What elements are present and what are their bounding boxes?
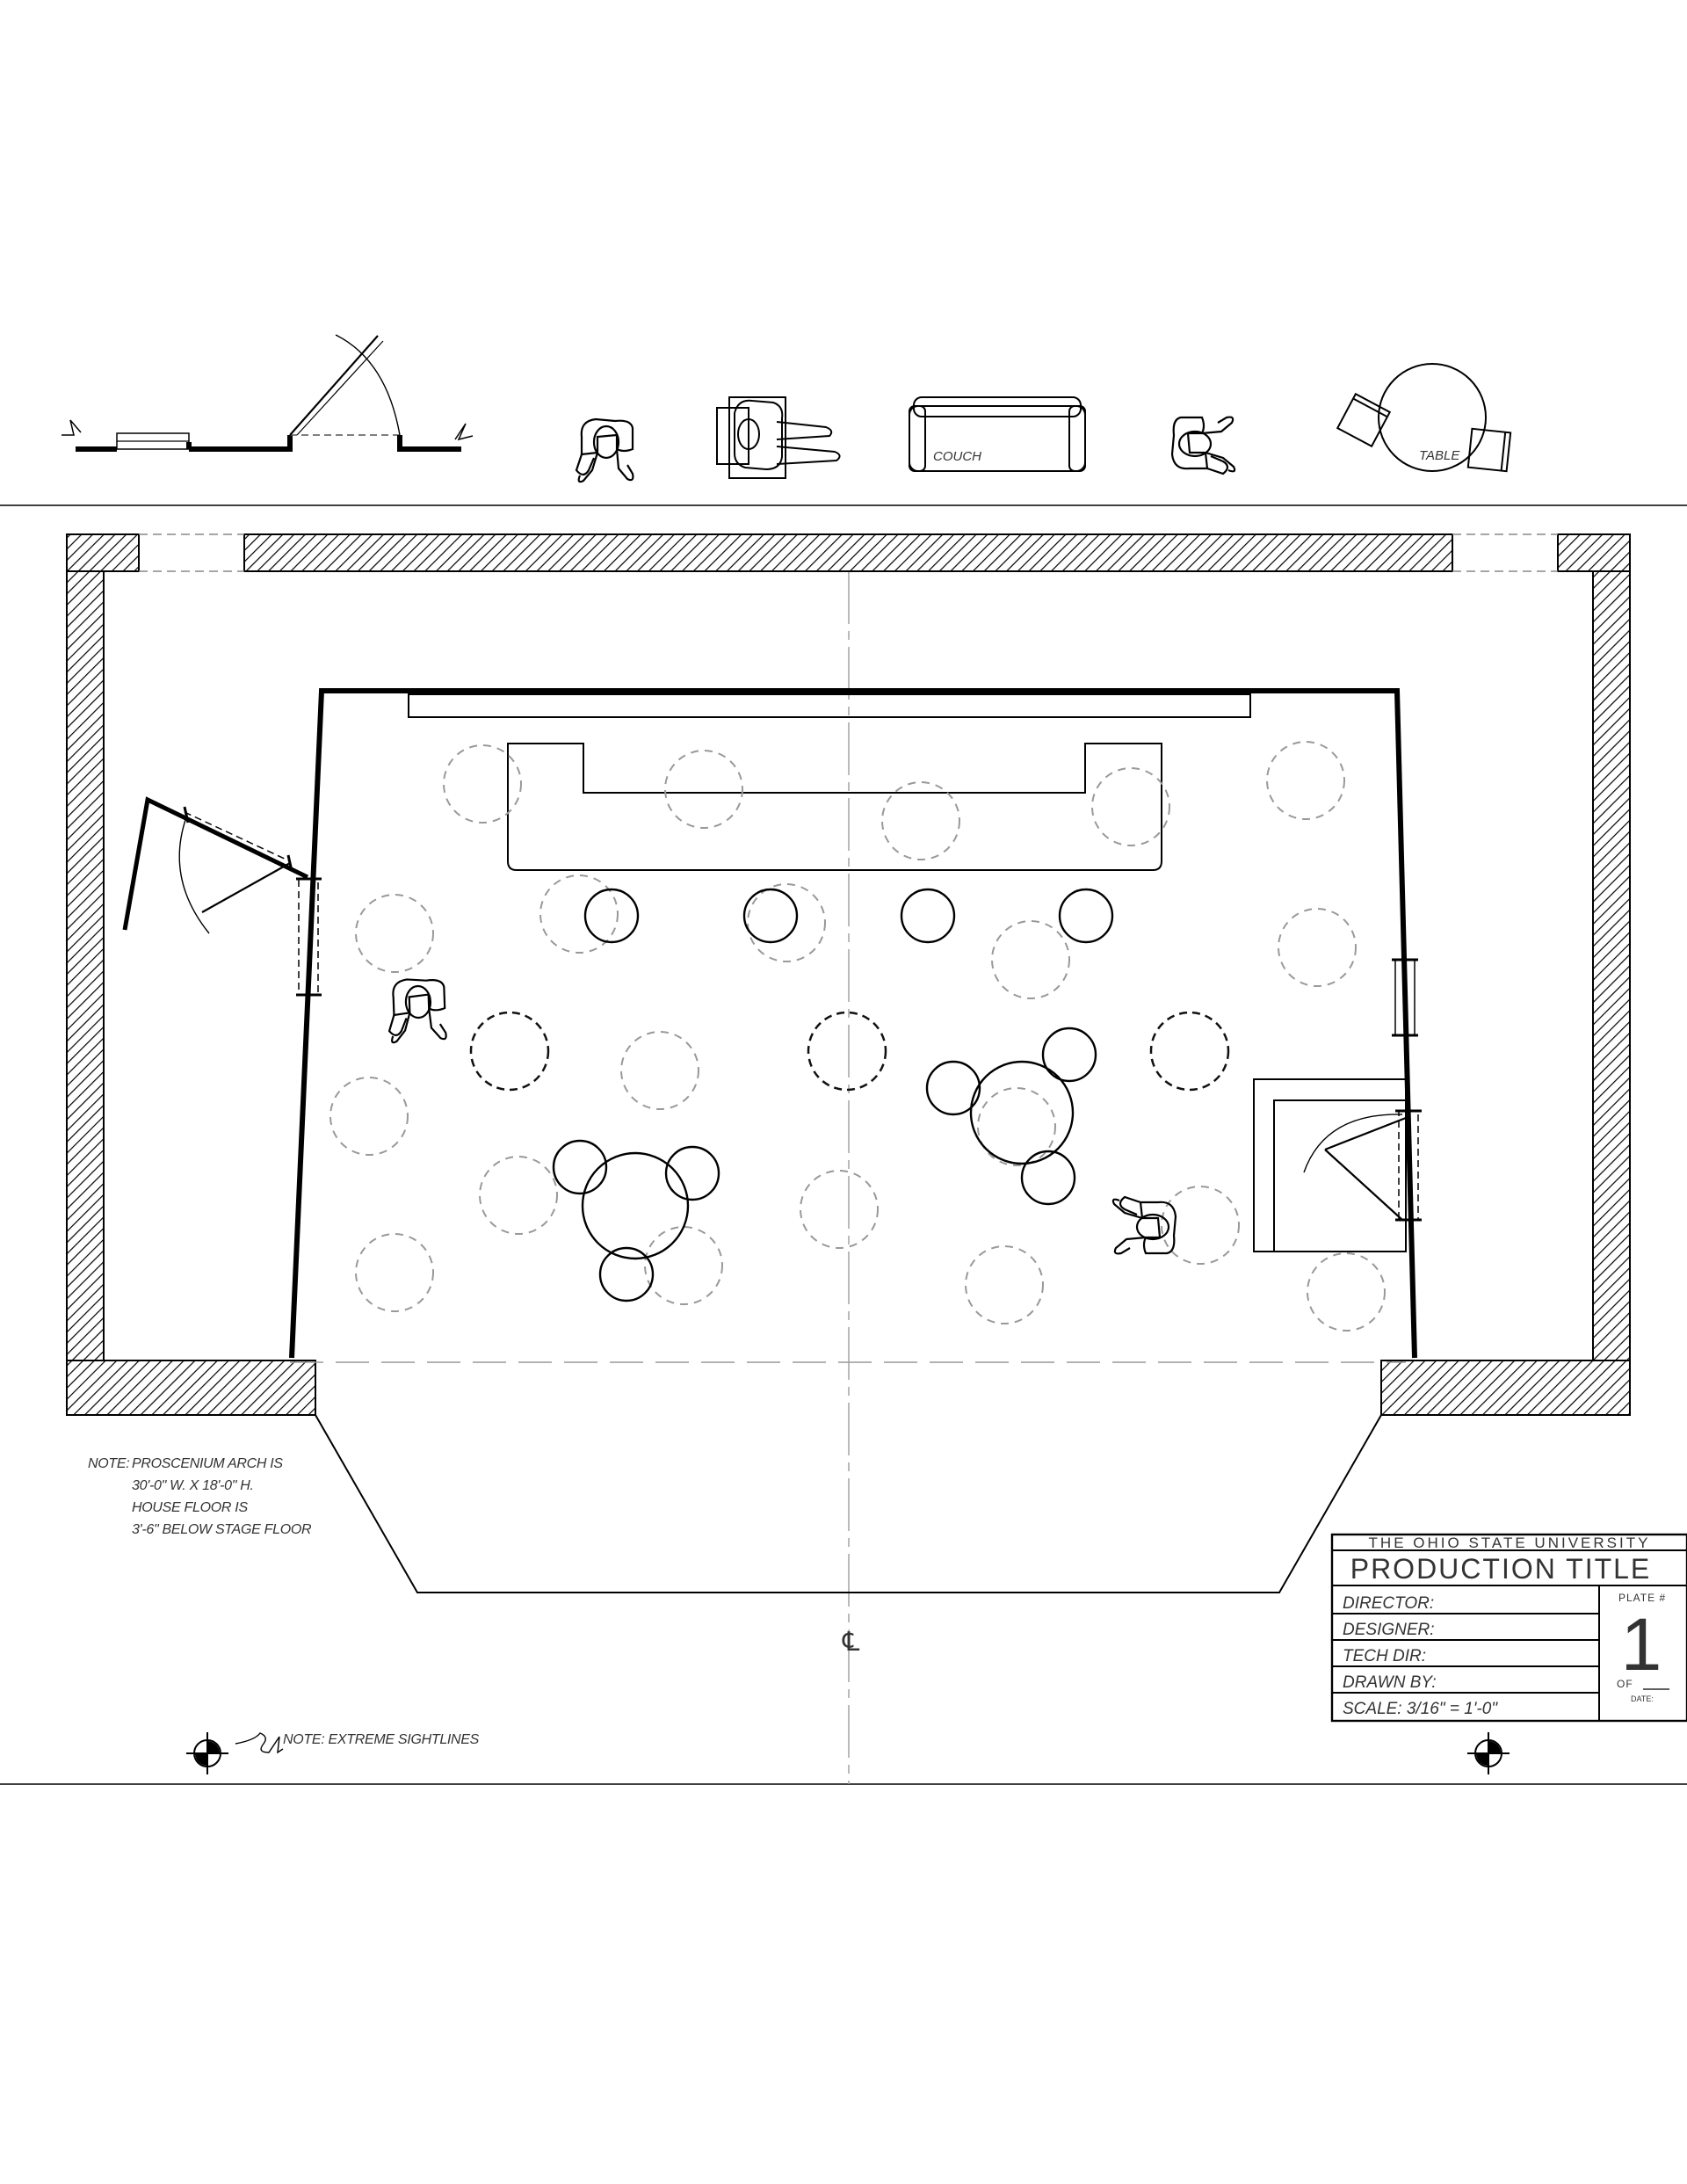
couch-icon: COUCH [909,396,1086,472]
bar-counter [507,743,1162,871]
title-block-university: THE OHIO STATE UNIVERSITY [1369,1535,1651,1551]
note-line-4: 3'-6" BELOW STAGE FLOOR [132,1522,312,1537]
actor-left [386,976,447,1044]
sightline-target-left-icon [186,1732,228,1774]
legend-strip: COUCH TABLE [62,334,1512,483]
title-block-production-title: PRODUCTION TITLE [1350,1553,1652,1585]
title-block-designer: DESIGNER: [1343,1621,1435,1639]
table-right-group [925,1027,1097,1206]
proscenium-note: NOTE: PROSCENIUM ARCH IS 30'-0" W. X 18'… [88,1456,312,1537]
facing-actor-icon [1170,416,1236,475]
set-walls [122,688,1422,1359]
bar-stools [583,888,1114,944]
note-line-2: 30'-0" W. X 18'-0" H. [132,1478,254,1493]
standing-actor-icon [575,417,634,483]
sightline-target-right-icon [1467,1732,1510,1774]
ghost-positions [329,741,1386,1331]
sightline-leader-icon [235,1732,284,1754]
table-left-group [552,1139,720,1302]
note-prefix: NOTE: [88,1456,129,1471]
title-block-director: DIRECTOR: [1343,1594,1434,1613]
apron-outline [315,1414,1382,1593]
title-block: THE OHIO STATE UNIVERSITY PRODUCTION TIT… [1330,1533,1687,1723]
table-label: TABLE [1419,448,1460,463]
title-block-drawn-by: DRAWN BY: [1343,1673,1437,1692]
title-block-scale: SCALE: 3/16" = 1'-0" [1343,1700,1498,1718]
note-line-3: HOUSE FLOOR IS [132,1500,248,1515]
table-with-chairs-icon: TABLE [1336,363,1512,473]
wall-window-door-symbol [62,334,474,452]
seated-actor-in-chair-icon [716,396,841,479]
platform-landing [1253,1078,1407,1252]
marked-positions [469,1011,1230,1092]
stage-house-walls [66,533,1631,1416]
title-block-plate-number: 1 [1621,1603,1662,1686]
title-block-date-label: DATE: [1631,1694,1654,1703]
title-block-tech-dir: TECH DIR: [1343,1647,1426,1665]
sightlines-note: NOTE: EXTREME SIGHTLINES [283,1732,480,1747]
title-block-plate-label: PLATE # [1618,1592,1666,1604]
title-block-of-label: OF [1617,1678,1633,1690]
note-line-1: PROSCENIUM ARCH IS [132,1456,283,1471]
centerline-symbol: ℄ [839,1628,863,1657]
couch-label: COUCH [933,449,981,464]
